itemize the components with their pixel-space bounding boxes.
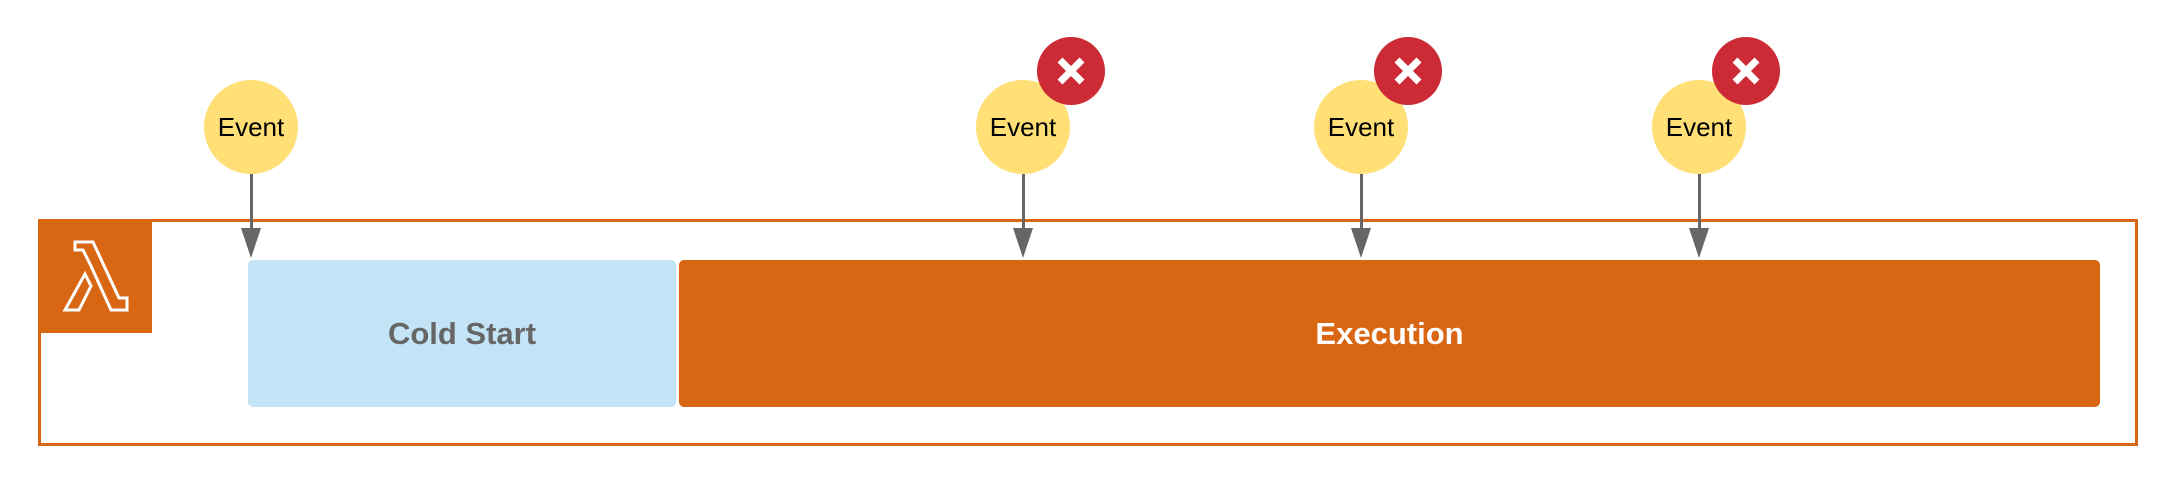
- event-connector: [249, 174, 253, 234]
- event-node: Event: [1314, 80, 1408, 174]
- arrow-down-icon: [1013, 228, 1033, 258]
- event-label: Event: [1327, 111, 1395, 142]
- error-badge: [1037, 37, 1105, 105]
- error-x-icon: [1394, 57, 1422, 85]
- error-x-icon: [1732, 57, 1760, 85]
- event-node: Event: [204, 80, 298, 174]
- event-connector: [1697, 174, 1701, 234]
- error-badge: [1374, 37, 1442, 105]
- arrow-down-icon: [241, 228, 261, 258]
- arrow-down-icon: [1351, 228, 1371, 258]
- lambda-icon: [62, 240, 129, 312]
- event-connector: [1021, 174, 1025, 234]
- lambda-badge: [38, 219, 152, 333]
- cold-start-label: Cold Start: [387, 315, 537, 351]
- event-label: Event: [1665, 111, 1733, 142]
- event-node: Event: [976, 80, 1070, 174]
- execution-phase: Execution: [679, 260, 2100, 407]
- arrow-down-icon: [1689, 228, 1709, 258]
- execution-label: Execution: [1315, 315, 1464, 351]
- error-badge: [1712, 37, 1780, 105]
- event-label: Event: [217, 111, 285, 142]
- error-x-icon: [1057, 57, 1085, 85]
- event-label: Event: [989, 111, 1057, 142]
- event-connector: [1359, 174, 1363, 234]
- cold-start-phase: Cold Start: [248, 260, 676, 407]
